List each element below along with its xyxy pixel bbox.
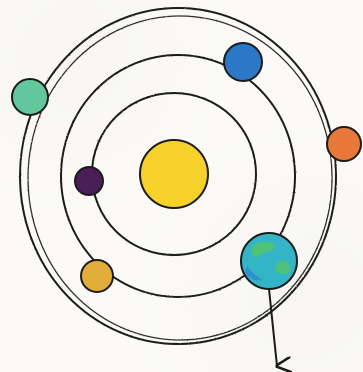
planet-blue: [224, 43, 262, 81]
arrow-pointer: [269, 289, 277, 366]
planet-yellow: [81, 260, 113, 292]
planet-orange: [327, 127, 361, 161]
planet-green: [12, 79, 48, 115]
planet-earth: [241, 233, 297, 289]
planet-purple: [75, 167, 103, 195]
sun: [140, 140, 208, 208]
